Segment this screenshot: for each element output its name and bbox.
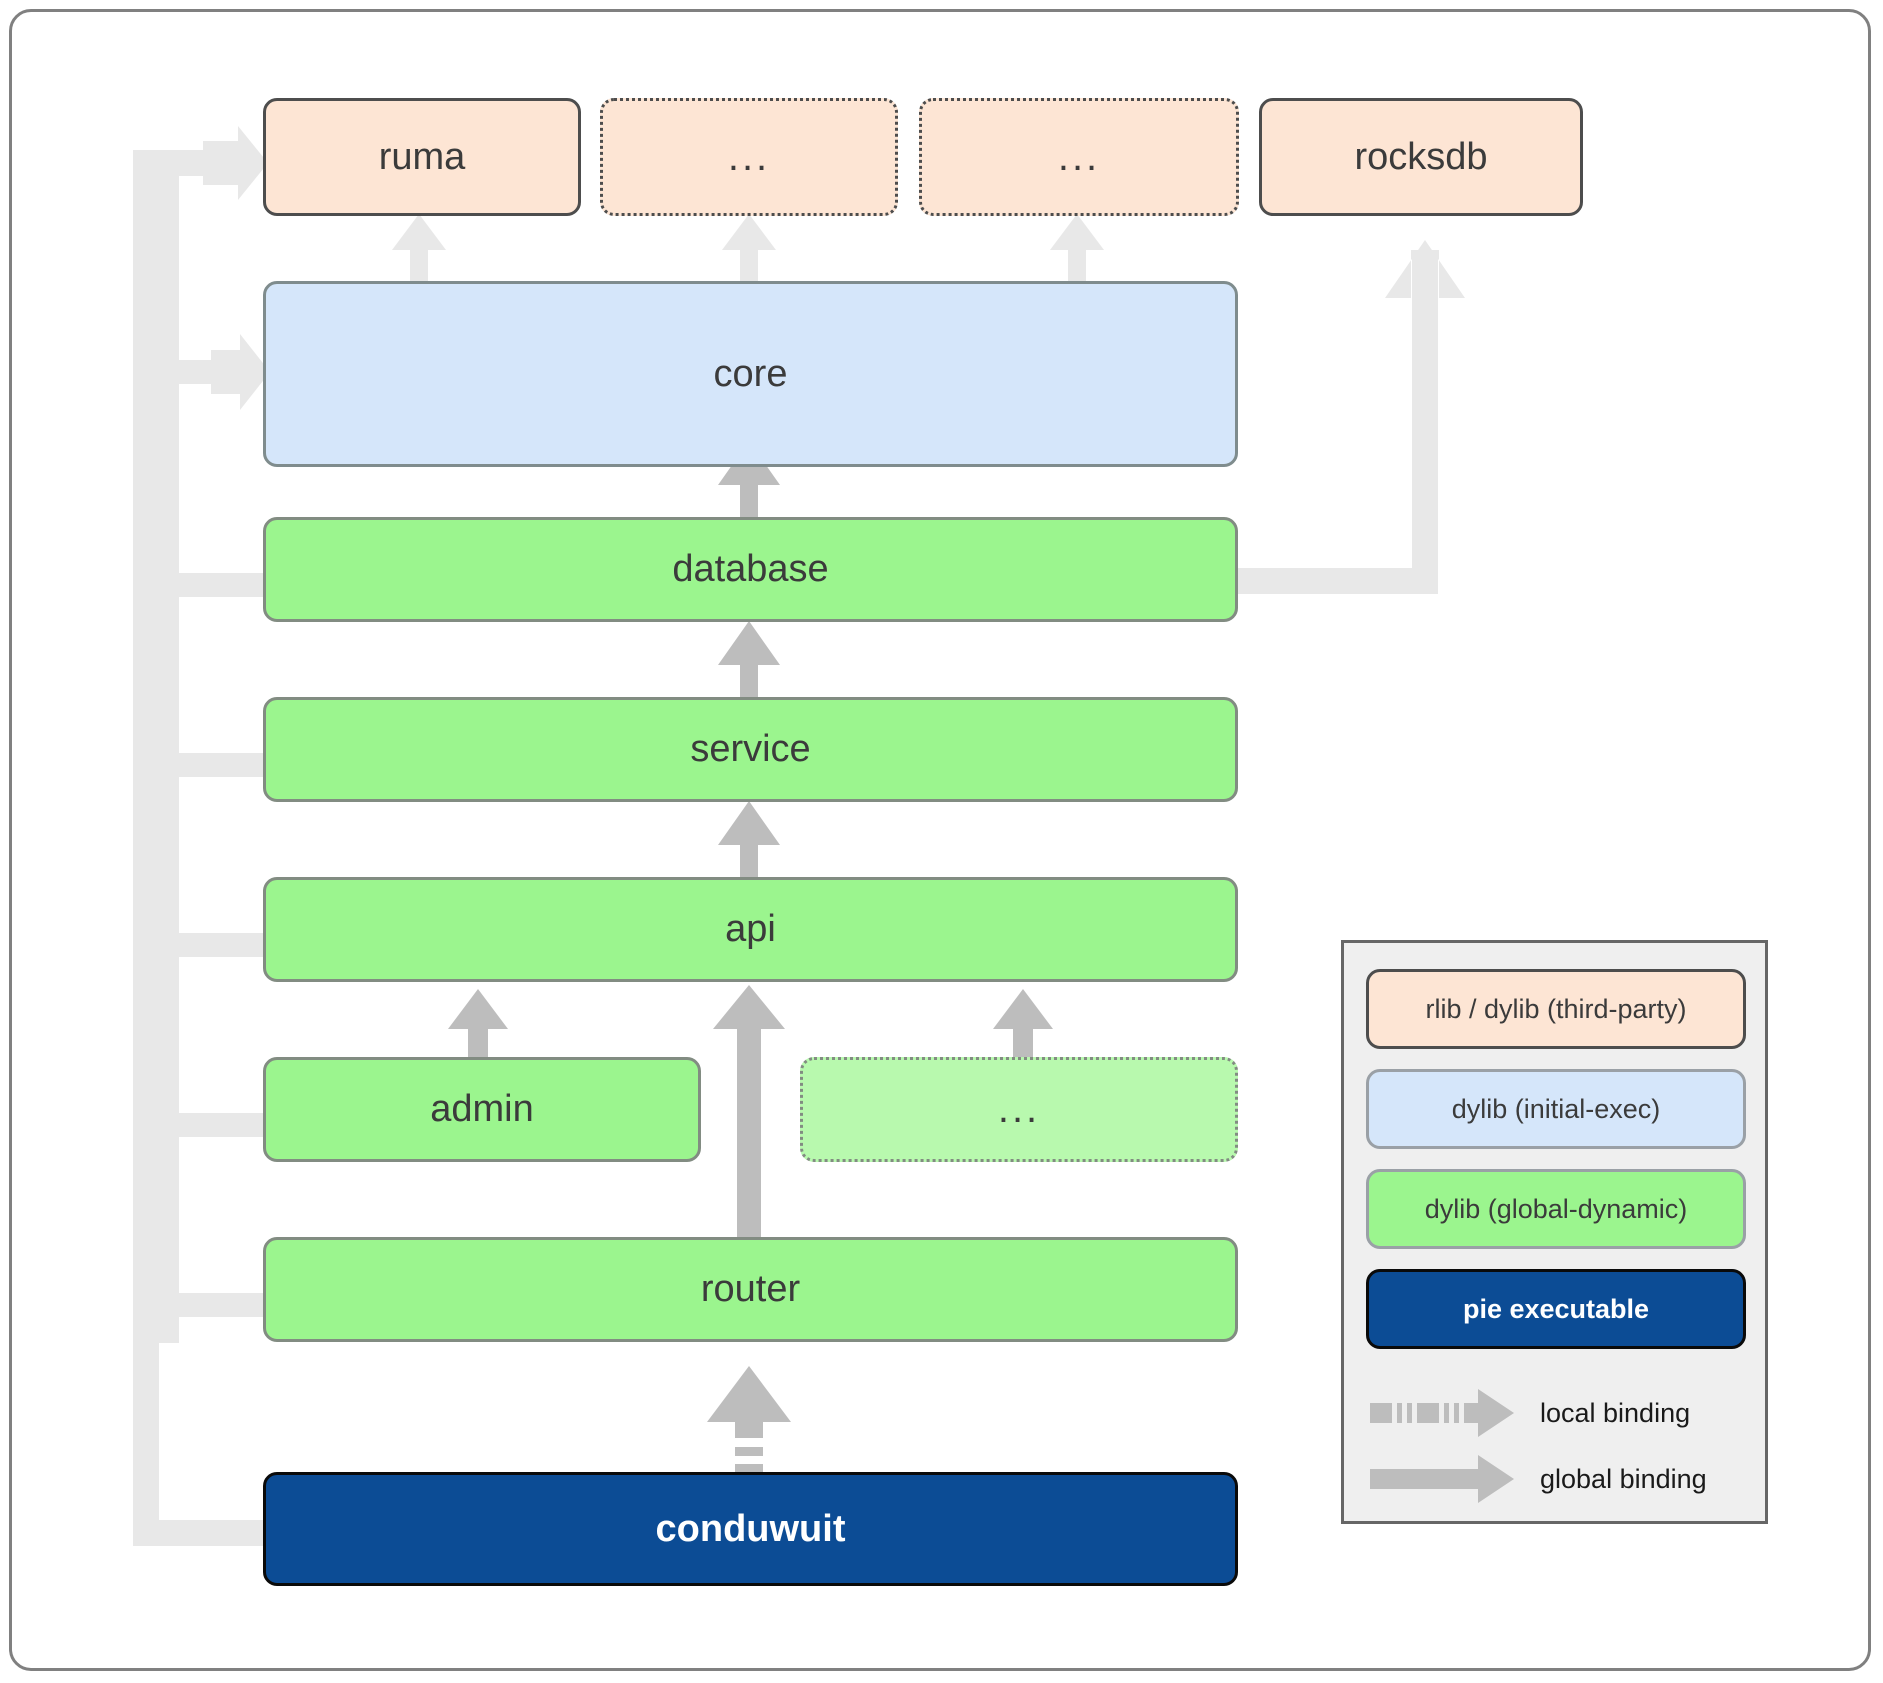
node-label: router — [700, 1268, 801, 1310]
database-to-rocksdb-horizontal — [1230, 568, 1438, 594]
node-ellipsis-third-party-1[interactable]: ... — [600, 98, 898, 216]
node-label: api — [725, 908, 776, 950]
node-label: ... — [727, 134, 771, 179]
node-ruma[interactable]: ruma — [263, 98, 581, 216]
legend-swatch-label: dylib (initial-exec) — [1451, 1093, 1661, 1124]
node-label: ruma — [378, 135, 466, 178]
legend-swatch-label: rlib / dylib (third-party) — [1425, 993, 1687, 1024]
node-label: core — [713, 352, 788, 395]
node-admin[interactable]: admin — [263, 1057, 701, 1162]
database-to-rocksdb-vertical — [1412, 250, 1438, 594]
node-ellipsis-global-dynamic[interactable]: ... — [800, 1057, 1238, 1162]
branch-to-core — [155, 360, 211, 384]
legend-arrow-label: local binding — [1540, 1397, 1691, 1428]
legend-arrow-row-local: local binding — [1366, 1383, 1751, 1443]
branch-to-api — [155, 933, 265, 957]
legend-arrow-label: global binding — [1540, 1463, 1707, 1494]
node-label: conduwuit — [655, 1507, 846, 1550]
node-ellipsis-third-party-2[interactable]: ... — [919, 98, 1239, 216]
node-conduwuit[interactable]: conduwuit — [263, 1472, 1238, 1586]
node-database[interactable]: database — [263, 517, 1238, 622]
global-binding-arrow-icon — [1370, 1455, 1514, 1503]
node-api[interactable]: api — [263, 877, 1238, 982]
branch-to-service — [155, 753, 265, 777]
node-label: service — [690, 728, 811, 770]
node-label: ... — [1057, 134, 1101, 179]
legend-panel: rlib / dylib (third-party) dylib (initia… — [1341, 940, 1768, 1524]
node-core[interactable]: core — [263, 281, 1238, 467]
legend-swatch-label: dylib (global-dynamic) — [1424, 1193, 1688, 1224]
legend-swatch-global-dynamic: dylib (global-dynamic) — [1366, 1169, 1746, 1249]
node-service[interactable]: service — [263, 697, 1238, 802]
node-router[interactable]: router — [263, 1237, 1238, 1342]
node-rocksdb[interactable]: rocksdb — [1259, 98, 1583, 216]
node-label: rocksdb — [1354, 135, 1488, 178]
branch-to-router — [155, 1293, 265, 1317]
legend-swatch-label: pie executable — [1462, 1293, 1650, 1324]
node-label: admin — [430, 1088, 534, 1130]
legend-arrow-row-global: global binding — [1366, 1449, 1751, 1509]
local-binding-arrow-icon — [1370, 1389, 1514, 1437]
node-label: database — [672, 548, 829, 590]
branch-to-database — [155, 573, 265, 597]
legend-swatch-third-party: rlib / dylib (third-party) — [1366, 969, 1746, 1049]
trunk-outer-vertical — [133, 150, 159, 1546]
legend-swatch-pie-executable: pie executable — [1366, 1269, 1746, 1349]
node-label: ... — [997, 1087, 1041, 1131]
trunk-outer-bottom-to-conduwuit — [133, 1520, 263, 1546]
legend-swatch-initial-exec: dylib (initial-exec) — [1366, 1069, 1746, 1149]
branch-to-admin — [155, 1113, 265, 1137]
